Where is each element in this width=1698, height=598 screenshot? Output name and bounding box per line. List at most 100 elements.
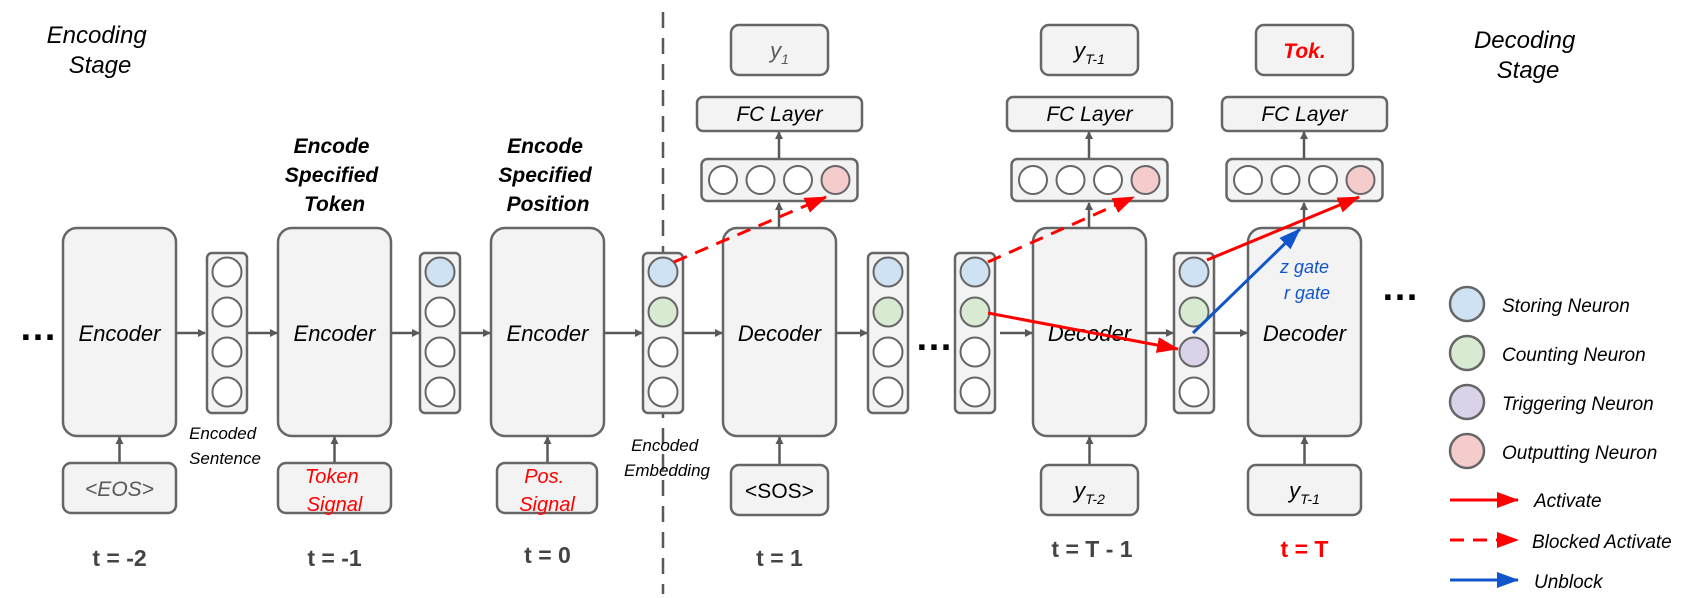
neuron [647,256,679,288]
legend-item-activate: Activate [1450,491,1602,512]
neuron [647,336,679,368]
input-arrows [115,436,1309,464]
encoded-sentence-caption: Encoded Sentence [189,424,261,468]
legend-item-triggering: Triggering Neuron [1448,383,1654,421]
fc-layer-tT-1: FC Layer [1005,95,1174,133]
svg-text:FC Layer: FC Layer [1261,103,1348,126]
neuron [1178,256,1210,288]
time-labels: t = -2 t = -1 t = 0 t = 1 t = T - 1 t = … [92,536,1328,571]
neuron [1308,165,1338,195]
output-neurons-t1 [700,157,859,203]
neuron [872,376,904,408]
fc-layer-t1: FC Layer [695,95,864,133]
hidden-state-column-t-1 [418,251,462,415]
decoder-label: Decoder [1263,321,1348,346]
encoded-sentence-column [205,251,249,415]
fc-layer-tT: FC Layer [1220,95,1389,133]
input-eos: <EOS> [61,461,178,515]
ellipsis-middle: … [915,317,953,359]
neuron [872,256,904,288]
encoder-label: Encoder [79,321,163,346]
input-y-t-2: yT-2 [1039,463,1140,517]
svg-text:Pos. Signal: Pos. Signal [519,466,575,516]
output-y1: y1 [729,23,830,77]
svg-text:<SOS>: <SOS> [745,480,814,503]
neuron [745,165,776,195]
time-label: t = 1 [756,545,803,571]
neuron [959,296,991,328]
neuron [820,165,851,195]
svg-text:Outputting Neuron: Outputting Neuron [1502,443,1657,464]
encoder-t-2: Encoder [61,226,178,438]
neuron [959,336,991,368]
output-tok: Tok. [1254,23,1355,77]
hidden-state-column-t1 [866,251,910,415]
neuron [211,296,243,328]
ellipsis-left: … [19,307,57,349]
encoder-label: Encoder [507,321,591,346]
neuron [1270,165,1301,195]
decoder-t1: Decoder [721,226,838,438]
neuron [783,165,813,195]
legend-item-outputting: Outputting Neuron [1448,432,1657,470]
svg-text:FC Layer: FC Layer [736,103,823,126]
blocked-activate-arrow [987,195,1135,264]
svg-text:Counting Neuron: Counting Neuron [1502,345,1646,366]
svg-text:Unblock: Unblock [1534,572,1604,593]
decoder-label: Decoder [738,321,823,346]
neuron [211,256,243,288]
svg-text:Token Signal: Token Signal [305,466,364,516]
neuron [211,336,243,368]
hidden-state-columns [205,251,1216,415]
neuron [211,376,243,408]
svg-text:yT-2: yT-2 [1072,478,1105,507]
time-label: t = T - 1 [1051,536,1132,562]
output-arrows [775,131,1308,227]
activation-arrows [673,195,1360,353]
input-token-signal: Token Signal [276,461,393,516]
svg-text:FC Layer: FC Layer [1046,103,1133,126]
neuron [1178,336,1210,368]
time-label: t = T [1281,536,1329,562]
svg-text:yT-1: yT-1 [1287,478,1320,507]
neuron [959,256,991,288]
neuron [424,336,456,368]
encoding-stage-title: Encoding Stage [47,22,154,79]
neuron [1093,165,1123,195]
legend-item-counting: Counting Neuron [1448,334,1646,372]
legend: Storing Neuron Counting Neuron Triggerin… [1448,285,1672,593]
neuron [872,296,904,328]
neuron [1345,165,1376,195]
decoder-tT: Decoder [1246,226,1363,438]
neuron [424,296,456,328]
svg-text:Blocked Activate: Blocked Activate [1532,532,1672,553]
neuron [959,376,991,408]
activate-arrow [987,311,1179,353]
output-neuron-rows [700,157,1384,203]
time-label: t = -1 [307,545,362,571]
neuron [647,296,679,328]
legend-item-unblock: Unblock [1450,572,1604,593]
svg-text:<EOS>: <EOS> [85,478,154,501]
input-pos-signal: Pos. Signal [495,461,599,516]
unblock-arrow [1191,227,1302,335]
encode-token-caption: Encode Specified Token [285,135,384,216]
neuron [1055,165,1086,195]
encoder-t-1: Encoder [276,226,393,438]
neuron [1130,165,1161,195]
neuron [424,376,456,408]
blocked-activate-arrow [673,195,827,264]
neuron [1018,165,1048,195]
decoding-stage-title: Decoding Stage [1474,27,1582,84]
output-yT-1: yT-1 [1039,23,1140,77]
neuron [647,376,679,408]
encode-position-caption: Encode Specified Position [498,135,597,216]
encoded-embedding-column [641,251,685,415]
encoder-label: Encoder [294,321,378,346]
neuron [424,256,456,288]
neuron [1178,376,1210,408]
time-label: t = 0 [524,542,571,568]
svg-text:Tok.: Tok. [1283,40,1325,63]
